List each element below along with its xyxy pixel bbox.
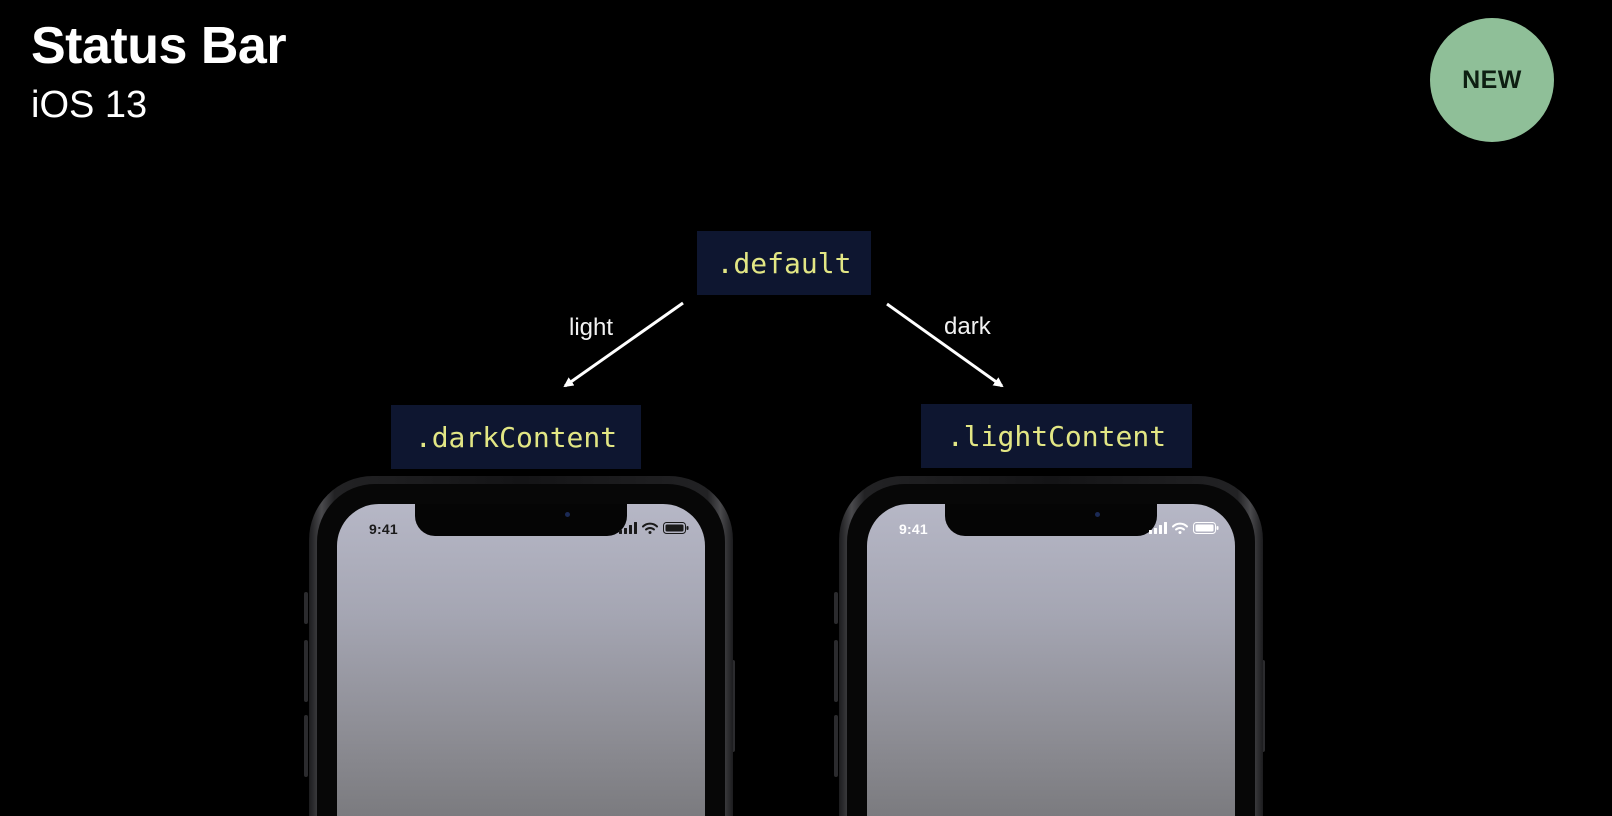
cellular-signal-icon — [619, 522, 637, 534]
phone-side-button — [1261, 660, 1265, 752]
camera-icon — [565, 512, 570, 517]
camera-icon — [1095, 512, 1100, 517]
phone-screen: 9:41 — [337, 504, 705, 816]
slide-subtitle: iOS 13 — [31, 84, 148, 126]
battery-icon — [1193, 522, 1219, 534]
phone-side-button — [731, 660, 735, 752]
wifi-icon — [1172, 522, 1188, 534]
dark-branch-label: dark — [944, 313, 991, 340]
light-branch-label: light — [569, 314, 614, 341]
wifi-icon — [642, 522, 658, 534]
phone-dark-content: 9:41 — [309, 476, 733, 816]
phone-notch — [415, 504, 627, 536]
phone-side-button — [834, 592, 838, 624]
light-content-style-box: .lightContent — [921, 404, 1192, 468]
default-style-box: .default — [697, 231, 871, 295]
light-branch-arrow — [563, 301, 684, 388]
phone-light-content: 9:41 — [839, 476, 1263, 816]
phone-side-button — [304, 640, 308, 702]
phone-notch — [945, 504, 1157, 536]
dark-content-style-box: .darkContent — [391, 405, 641, 469]
phone-side-button — [304, 715, 308, 777]
phone-side-button — [304, 592, 308, 624]
new-badge: NEW — [1430, 18, 1554, 142]
status-bar-icons — [619, 521, 689, 535]
battery-icon — [663, 522, 689, 534]
slide-title: Status Bar — [31, 17, 287, 75]
dark-content-style-label: .darkContent — [414, 420, 618, 454]
cellular-signal-icon — [1149, 522, 1167, 534]
new-badge-label: NEW — [1462, 65, 1522, 94]
light-content-style-label: .lightContent — [946, 419, 1167, 453]
status-bar-time: 9:41 — [369, 521, 398, 537]
branch-arrows — [563, 301, 1004, 388]
phone-screen: 9:41 — [867, 504, 1235, 816]
phone-side-button — [834, 640, 838, 702]
status-bar-time: 9:41 — [899, 521, 928, 537]
status-bar-icons — [1149, 521, 1219, 535]
dark-branch-arrow — [886, 302, 1004, 388]
phone-side-button — [834, 715, 838, 777]
default-style-label: .default — [716, 246, 852, 280]
